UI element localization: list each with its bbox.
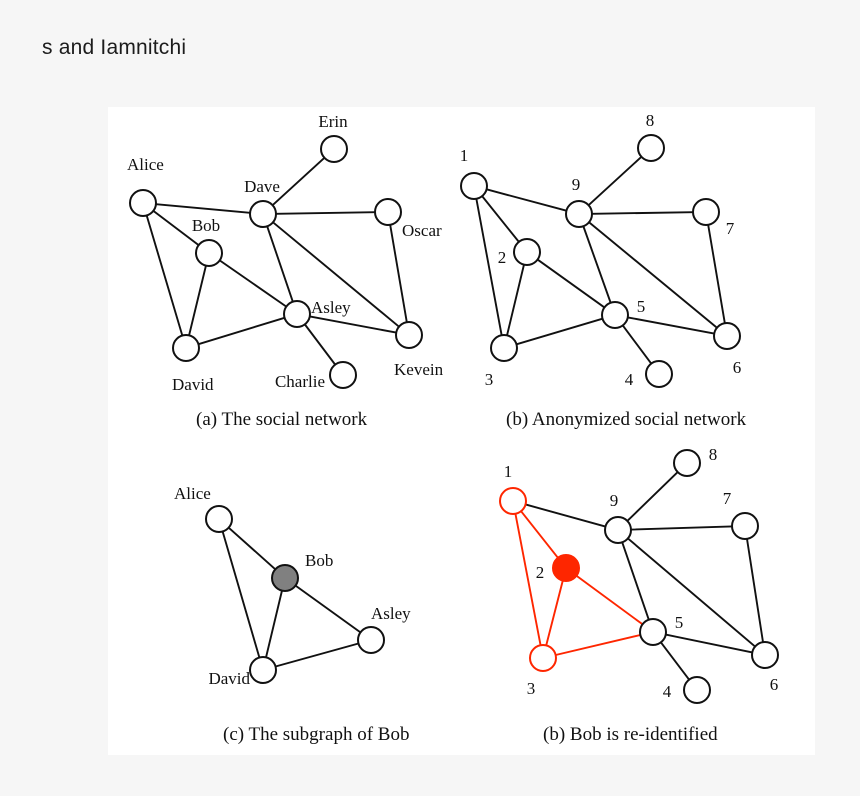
page-header-text: s and Iamnitchi — [42, 36, 187, 59]
caption-panel-a: (a) The social network — [196, 409, 368, 430]
caption-panel-b: (b) Anonymized social network — [506, 409, 747, 430]
caption-panel-d: (b) Bob is re-identified — [543, 724, 718, 745]
figure-panel — [108, 107, 815, 755]
caption-panel-c: (c) The subgraph of Bob — [223, 724, 410, 745]
